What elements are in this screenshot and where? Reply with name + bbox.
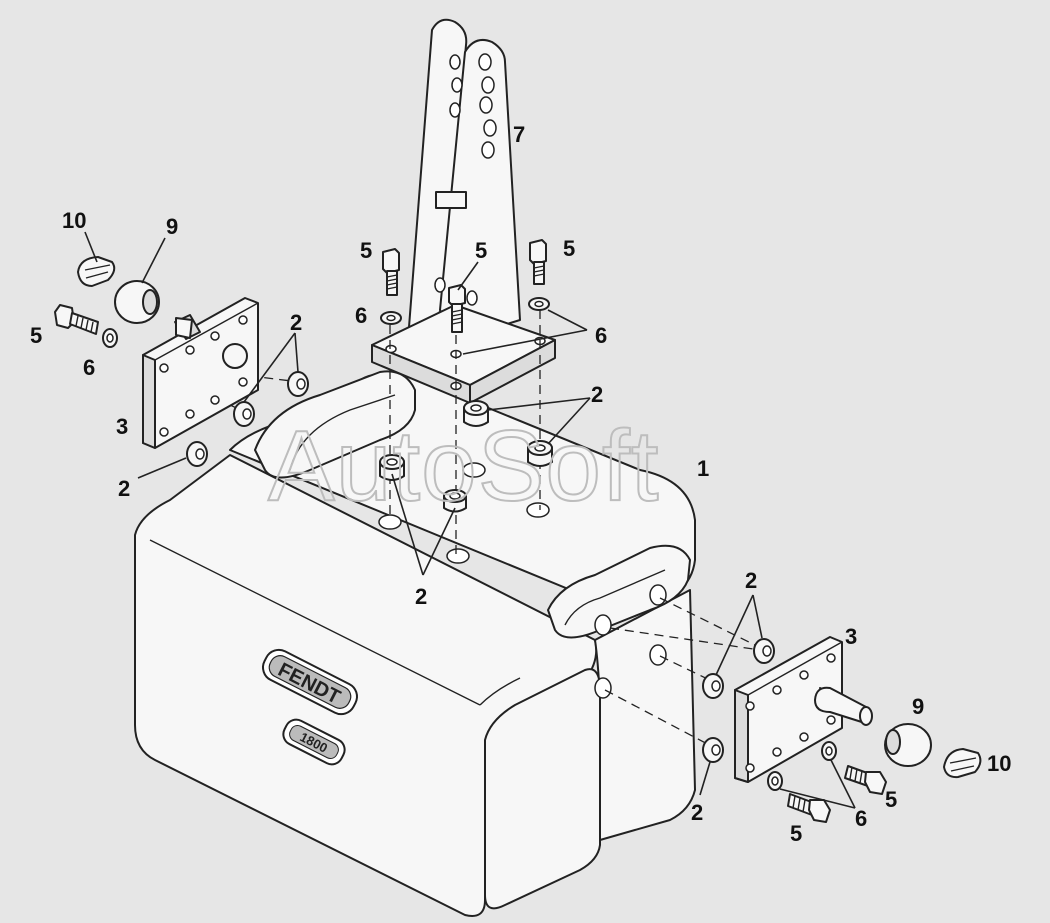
callout-2: 2 (691, 800, 703, 825)
bushing (186, 441, 208, 467)
bushing (702, 673, 724, 699)
bushing (287, 371, 309, 397)
callout-6: 6 (355, 303, 367, 328)
bushings (186, 371, 775, 763)
callout-7: 7 (513, 122, 525, 147)
bushing (233, 401, 255, 427)
bushing (702, 737, 724, 763)
ballast-weight-body: FENDT 1800 (134, 370, 696, 917)
callout-9: 9 (166, 214, 178, 239)
washers (102, 297, 837, 791)
callout-2: 2 (745, 568, 757, 593)
ball-right (884, 723, 932, 767)
bushing (527, 440, 553, 467)
bolt-vertical-right (529, 239, 547, 285)
fendt-badge: FENDT (262, 648, 358, 716)
bolt-vertical-mid (448, 284, 466, 333)
washer (102, 328, 118, 348)
washer (528, 297, 550, 311)
clip-left (77, 256, 116, 287)
bolt-right-lower (787, 793, 831, 823)
callout-6: 6 (595, 323, 607, 348)
clip-right (943, 748, 982, 779)
callout-5: 5 (563, 236, 575, 261)
washer (380, 311, 402, 325)
callout-2: 2 (118, 476, 130, 501)
bushing (463, 400, 489, 427)
callout-2: 2 (290, 310, 302, 335)
washer (767, 771, 783, 791)
bolt-vertical-left (382, 248, 400, 296)
callout-1: 1 (697, 456, 709, 481)
callout-3: 3 (116, 414, 128, 439)
callout-6: 6 (83, 355, 95, 380)
callout-2: 2 (591, 382, 603, 407)
callout-9: 9 (912, 694, 924, 719)
callout-3: 3 (845, 624, 857, 649)
washer (821, 741, 837, 761)
callout-5: 5 (30, 323, 42, 348)
ball-left (114, 280, 193, 339)
callout-2: 2 (415, 584, 427, 609)
leader-lines (84, 231, 856, 809)
mounting-plate-right (734, 636, 873, 783)
watermark: AutoSoft (268, 410, 660, 522)
callout-10: 10 (987, 751, 1011, 776)
callout-5: 5 (360, 238, 372, 263)
callout-10: 10 (62, 208, 86, 233)
lifting-bracket (371, 18, 556, 404)
callout-6: 6 (855, 806, 867, 831)
bushing (753, 638, 775, 664)
callout-5: 5 (475, 238, 487, 263)
callout-5: 5 (885, 787, 897, 812)
mounting-plate-left (142, 297, 259, 449)
callouts: 1 2 2 2 2 2 2 3 3 5 5 5 5 5 5 6 6 6 6 7 … (30, 122, 1011, 846)
weight-badge: 1800 (282, 718, 346, 766)
callout-5: 5 (790, 821, 802, 846)
bolt-right-upper (844, 765, 887, 795)
bushing (443, 489, 467, 513)
bolt-left (54, 304, 99, 335)
